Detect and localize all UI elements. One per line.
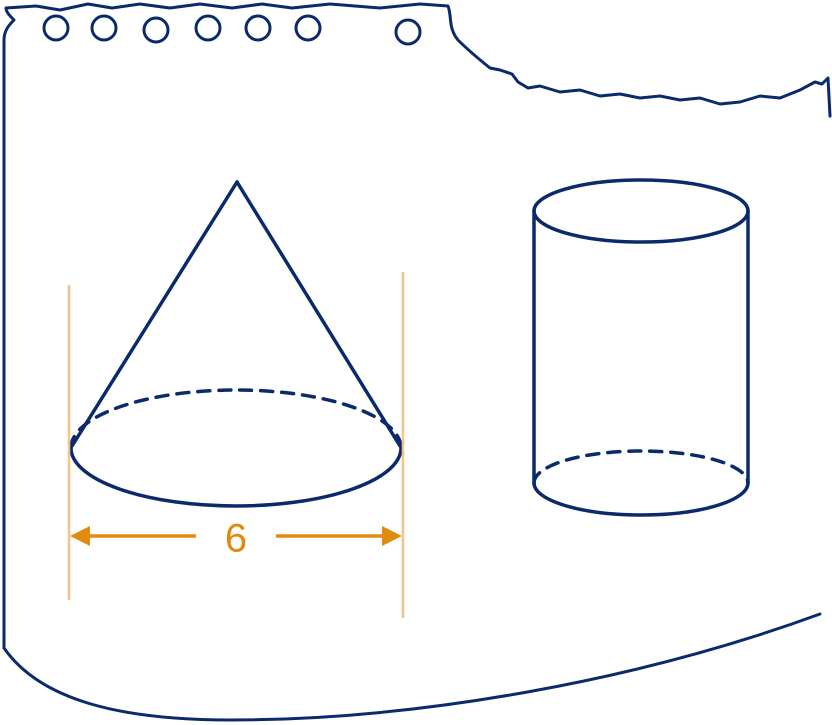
- binding-holes: [42, 14, 422, 46]
- cylinder-base-front: [532, 481, 750, 517]
- binding-hole: [244, 14, 272, 42]
- diameter-label: 6: [225, 517, 247, 561]
- cylinder: [532, 178, 750, 517]
- cone: [69, 180, 403, 508]
- paper-bottom-edge: [2, 612, 822, 722]
- binding-hole: [90, 14, 118, 42]
- binding-hole: [394, 18, 422, 46]
- paper-outline: [2, 2, 832, 650]
- cylinder-base-back-dashed: [532, 449, 750, 485]
- cone-right-side: [235, 180, 402, 448]
- cone-base-back-dashed: [69, 388, 403, 450]
- binding-hole: [142, 16, 170, 44]
- diameter-dimension: 6: [67, 272, 405, 618]
- cylinder-top-ellipse: [532, 178, 750, 244]
- arrowhead-left-icon: [70, 526, 90, 546]
- cone-base-front: [69, 446, 403, 508]
- arrowhead-right-icon: [382, 526, 402, 546]
- binding-hole: [194, 14, 222, 42]
- binding-hole: [42, 14, 70, 42]
- binding-hole: [294, 14, 322, 42]
- cone-left-side: [70, 180, 239, 448]
